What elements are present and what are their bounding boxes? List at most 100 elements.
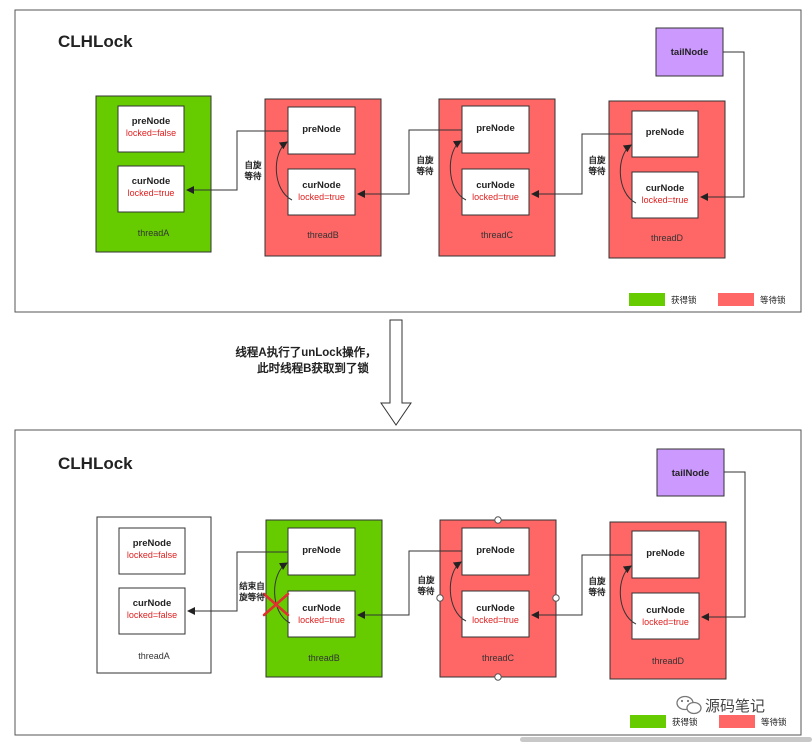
top-spin-arc-c	[449, 140, 467, 201]
bottom-thread-d-name: threadD	[652, 656, 685, 666]
bottom-stop-spin-label-b: 结束自旋等待	[238, 581, 265, 602]
top-spin-arc-d	[619, 144, 637, 204]
bottom-edge-c-to-b	[357, 550, 462, 619]
transition-caption-line1: 线程A执行了unLock操作，	[235, 345, 376, 359]
top-thread-a-prenode-locked: locked=false	[126, 128, 176, 138]
top-legend-acquired-label: 获得锁	[671, 295, 697, 305]
top-legend-waiting-label: 等待锁	[760, 295, 786, 305]
top-thread-a: preNode locked=false curNode locked=true…	[95, 95, 212, 253]
bottom-thread-d-curnode-locked: locked=true	[642, 617, 689, 627]
bottom-thread-a-name: threadA	[138, 651, 170, 661]
top-thread-b-curnode-locked: locked=true	[298, 192, 345, 202]
bottom-thread-d-prenode-label: preNode	[646, 548, 685, 559]
top-thread-d-name: threadD	[651, 233, 684, 243]
top-spin-arc-b	[275, 141, 293, 201]
bottom-thread-d: preNode curNode locked=true threadD	[609, 521, 727, 680]
top-thread-b-name: threadB	[307, 230, 339, 240]
top-thread-b-prenode	[287, 106, 356, 155]
top-thread-d-prenode-label: preNode	[646, 127, 685, 138]
top-title: CLHLock	[58, 32, 133, 51]
bottom-thread-b-curnode-locked: locked=true	[298, 615, 345, 625]
top-thread-b-curnode-label: curNode	[302, 180, 341, 191]
bottom-thread-c-prenode	[461, 527, 530, 576]
bottom-thread-c-handle-right[interactable]	[552, 594, 560, 602]
bottom-thread-a-prenode	[118, 527, 186, 575]
top-spin-label-c: 自旋等待	[415, 155, 434, 176]
top-legend-acquired-swatch	[629, 293, 665, 306]
bottom-legend-acquired-swatch	[630, 715, 666, 728]
bottom-legend-waiting-label: 等待锁	[761, 717, 787, 727]
transition: 线程A执行了unLock操作， 此时线程B获取到了锁	[235, 319, 412, 426]
bottom-edge-d-to-c	[531, 554, 632, 619]
top-thread-a-name: threadA	[138, 228, 170, 238]
top-thread-d-curnode-label: curNode	[646, 183, 685, 194]
top-thread-c-curnode-label: curNode	[476, 180, 515, 191]
bottom-thread-c-curnode	[461, 590, 530, 638]
transition-down-arrow	[380, 319, 412, 426]
wechat-icon	[676, 695, 702, 715]
bottom-thread-d-curnode	[631, 592, 700, 640]
bottom-thread-b-prenode-label: preNode	[302, 545, 341, 556]
watermark-text: 源码笔记	[705, 698, 765, 715]
bottom-panel: CLHLock tailNode preNode locked=false cu…	[14, 429, 802, 736]
top-thread-d: preNode curNode locked=true threadD	[608, 100, 726, 259]
top-thread-c-name: threadC	[481, 230, 514, 240]
top-thread-a-curnode-locked: locked=true	[128, 188, 175, 198]
bottom-tail-node: tailNode	[656, 448, 725, 497]
bottom-thread-c: preNode curNode locked=true threadC	[436, 516, 560, 681]
bottom-thread-c-curnode-label: curNode	[476, 603, 515, 614]
top-thread-a-prenode	[117, 105, 185, 153]
top-spin-label-b: 自旋等待	[243, 160, 262, 181]
bottom-spin-arc-b	[274, 562, 291, 624]
bottom-tail-node-label: tailNode	[672, 468, 709, 479]
bottom-thread-a: preNode locked=false curNode locked=fals…	[96, 516, 212, 674]
top-thread-b: preNode curNode locked=true threadB	[264, 98, 382, 257]
top-thread-c-curnode	[461, 168, 530, 216]
top-thread-a-curnode-label: curNode	[132, 176, 171, 187]
top-edge-d-to-c	[531, 133, 632, 198]
top-tail-node-label: tailNode	[671, 47, 708, 58]
top-thread-c: preNode curNode locked=true threadC	[438, 98, 556, 257]
horizontal-scrollbar[interactable]	[520, 737, 812, 742]
bottom-legend-waiting-swatch	[719, 715, 755, 728]
watermark: 源码笔记	[676, 695, 765, 715]
bottom-spin-arc-d	[619, 565, 637, 625]
top-thread-a-prenode-label: preNode	[132, 116, 171, 127]
top-thread-c-prenode-label: preNode	[476, 123, 515, 134]
bottom-tail-node-box	[656, 448, 725, 497]
bottom-thread-c-name: threadC	[482, 653, 515, 663]
bottom-thread-c-handle-left[interactable]	[436, 594, 444, 602]
transition-caption-line2: 此时线程B获取到了锁	[257, 361, 369, 375]
bottom-spin-label-d: 自旋等待	[587, 576, 606, 597]
bottom-thread-a-curnode	[118, 587, 186, 635]
bottom-thread-c-curnode-locked: locked=true	[472, 615, 519, 625]
top-legend-waiting-swatch	[718, 293, 754, 306]
top-thread-c-prenode	[461, 105, 530, 154]
bottom-thread-a-prenode-locked: locked=false	[127, 550, 177, 560]
bottom-thread-d-prenode	[631, 530, 700, 579]
bottom-legend-acquired-label: 获得锁	[672, 717, 698, 727]
top-edge-b-to-a	[186, 130, 288, 194]
bottom-thread-a-curnode-locked: locked=false	[127, 610, 177, 620]
bottom-thread-c-handle-bottom[interactable]	[494, 673, 502, 681]
top-thread-b-curnode	[287, 168, 356, 216]
bottom-thread-b: preNode curNode locked=true threadB	[265, 519, 383, 678]
bottom-thread-d-curnode-label: curNode	[646, 605, 685, 616]
top-tail-node-box	[655, 27, 724, 77]
bottom-thread-a-curnode-label: curNode	[133, 598, 172, 609]
bottom-edge-tail-to-d	[701, 471, 746, 621]
bottom-edge-b-to-a	[187, 551, 288, 615]
top-panel: CLHLock tailNode preNode locked=false cu…	[14, 9, 802, 313]
top-tail-node: tailNode	[655, 27, 724, 77]
bottom-spin-arc-c	[449, 561, 467, 622]
bottom-thread-b-curnode-label: curNode	[302, 603, 341, 614]
bottom-thread-b-name: threadB	[308, 653, 340, 663]
bottom-thread-b-prenode	[287, 527, 356, 576]
top-thread-d-prenode	[631, 110, 699, 158]
bottom-spin-label-c: 自旋等待	[416, 575, 435, 596]
bottom-thread-c-handle-top[interactable]	[494, 516, 502, 524]
top-thread-c-curnode-locked: locked=true	[472, 192, 519, 202]
top-edge-c-to-b	[357, 129, 462, 198]
bottom-thread-a-prenode-label: preNode	[133, 538, 172, 549]
